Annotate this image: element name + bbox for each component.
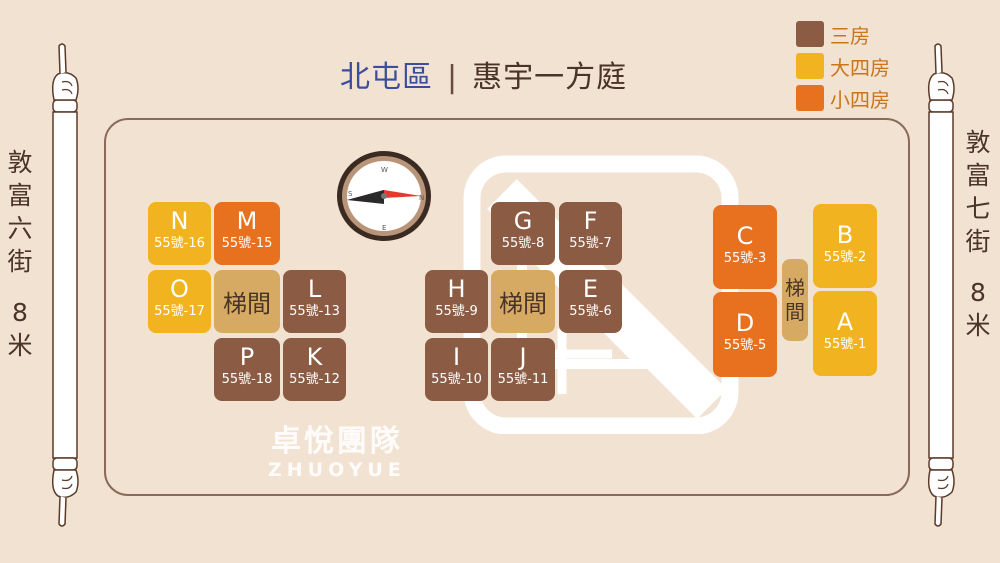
unit-H[interactable]: H 55號-9: [425, 270, 488, 333]
legend-label: 三房: [830, 23, 870, 48]
pointing-hand-icon: [927, 43, 955, 113]
unit-number: 55號-12: [289, 372, 340, 387]
watermark-cn: 卓悅團隊: [270, 424, 403, 459]
district-name: 北屯區: [340, 60, 433, 95]
unit-letter: P: [239, 343, 255, 371]
pointing-hand-icon: [927, 457, 955, 527]
unit-K[interactable]: K 55號-12: [283, 338, 346, 401]
unit-number: 55號-13: [289, 304, 340, 319]
watermark-en: ZHUOYUE: [268, 459, 406, 481]
legend-item-small-4br: 小四房: [796, 82, 890, 114]
legend-swatch-3br: [796, 21, 824, 47]
unit-number: 55號-10: [431, 372, 482, 387]
legend-item-large-4br: 大四房: [796, 50, 890, 82]
stairwell-middle: 梯間: [491, 270, 555, 333]
title-separator: |: [447, 60, 459, 95]
unit-J[interactable]: J 55號-11: [491, 338, 555, 401]
site-boundary: [104, 118, 910, 496]
unit-number: 55號-9: [435, 304, 478, 319]
pointing-hand-icon: [51, 43, 79, 113]
unit-letter: F: [583, 207, 598, 235]
unit-number: 55號-2: [823, 250, 867, 265]
unit-letter: H: [447, 275, 466, 303]
legend-item-3br: 三房: [796, 18, 890, 50]
unit-E[interactable]: E 55號-6: [559, 270, 622, 333]
unit-M[interactable]: M 55號-15: [214, 202, 280, 265]
unit-letter: L: [307, 275, 322, 303]
unit-F[interactable]: F 55號-7: [559, 202, 622, 265]
unit-letter: C: [736, 222, 754, 250]
pointing-hand-icon: [51, 457, 79, 527]
svg-text:S: S: [348, 190, 353, 198]
unit-C[interactable]: C 55號-3: [713, 205, 777, 289]
svg-text:W: W: [381, 166, 388, 174]
unit-P[interactable]: P 55號-18: [214, 338, 280, 401]
unit-number: 55號-5: [723, 338, 767, 353]
svg-text:N: N: [419, 194, 424, 202]
unit-number: 55號-16: [154, 236, 205, 251]
unit-number: 55號-18: [221, 372, 273, 387]
svg-text:E: E: [382, 224, 386, 232]
unit-O[interactable]: O 55號-17: [148, 270, 211, 333]
compass-icon: W N S E: [337, 151, 431, 241]
unit-number: 55號-11: [497, 372, 549, 387]
stairwell-right: 梯間: [782, 259, 808, 341]
right-street-label: 敦富七街 8米: [958, 126, 998, 342]
legend-label: 大四房: [830, 55, 890, 80]
left-banner-pole: [52, 111, 78, 459]
watermark-logo: 卓悅團隊 ZHUOYUE: [268, 424, 406, 480]
unit-letter: D: [735, 309, 755, 337]
unit-number: 55號-1: [823, 337, 867, 352]
legend-swatch-large-4br: [796, 53, 824, 79]
left-street-banner: [51, 43, 79, 527]
unit-letter: K: [306, 343, 323, 371]
unit-letter: A: [836, 308, 854, 336]
unit-G[interactable]: G 55號-8: [491, 202, 555, 265]
unit-L[interactable]: L 55號-13: [283, 270, 346, 333]
unit-number: 55號-17: [154, 304, 205, 319]
unit-letter: G: [513, 207, 533, 235]
right-banner-pole: [928, 111, 954, 459]
building-name: 惠宇一方庭: [472, 60, 628, 95]
unit-B[interactable]: B 55號-2: [813, 204, 877, 288]
unit-letter: J: [519, 343, 527, 371]
left-street-label: 敦富六街 8米: [0, 146, 40, 362]
right-street-name: 敦富七街: [965, 128, 991, 256]
unit-N[interactable]: N 55號-16: [148, 202, 211, 265]
left-street-width: 8米: [7, 298, 33, 360]
legend-label: 小四房: [830, 87, 890, 112]
left-street-name: 敦富六街: [7, 148, 33, 276]
unit-number: 55號-15: [221, 236, 273, 251]
stairwell-label: 梯間: [785, 276, 805, 324]
unit-number: 55號-6: [569, 304, 612, 319]
right-street-width: 8米: [965, 278, 991, 340]
unit-number: 55號-7: [569, 236, 612, 251]
unit-letter: B: [836, 221, 854, 249]
unit-number: 55號-8: [501, 236, 545, 251]
unit-letter: I: [452, 343, 461, 371]
stairwell-left: 梯間: [214, 270, 280, 333]
unit-letter: O: [170, 275, 189, 303]
unit-I[interactable]: I 55號-10: [425, 338, 488, 401]
page-title: 北屯區 | 惠宇一方庭: [340, 58, 627, 98]
unit-number: 55號-3: [723, 251, 767, 266]
unit-letter: M: [236, 207, 258, 235]
right-street-banner: [927, 43, 955, 527]
unit-D[interactable]: D 55號-5: [713, 292, 777, 377]
unit-letter: N: [170, 207, 189, 235]
unit-A[interactable]: A 55號-1: [813, 291, 877, 376]
legend-swatch-small-4br: [796, 85, 824, 111]
unit-letter: E: [582, 275, 599, 303]
legend: 三房 大四房 小四房: [796, 18, 890, 114]
